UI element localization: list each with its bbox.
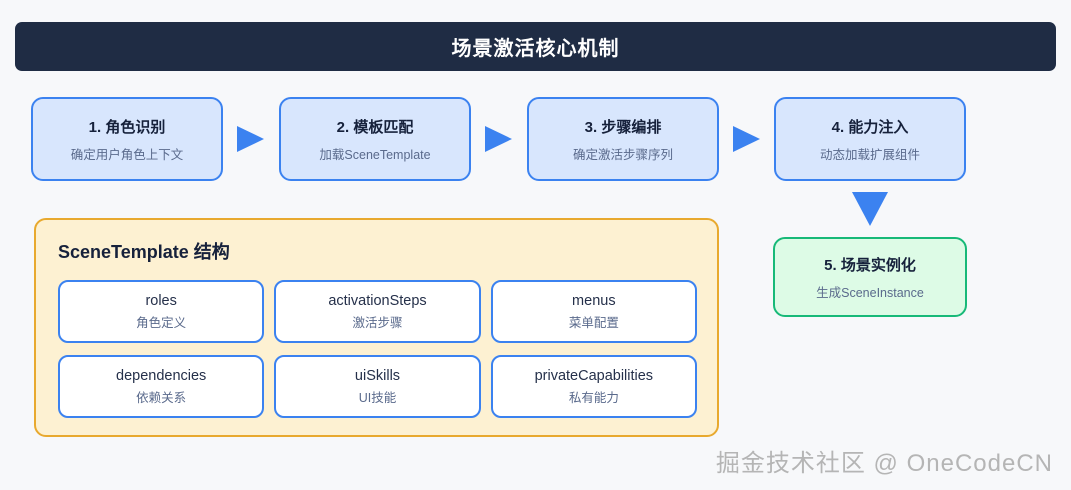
flow-step-2[interactable]: 2. 模板匹配 加载SceneTemplate — [279, 97, 471, 181]
scene-template-row-1: roles 角色定义 activationSteps 激活步骤 menus 菜单… — [58, 280, 697, 343]
field-name: roles — [145, 292, 177, 309]
field-desc: 激活步骤 — [352, 315, 403, 330]
flow-step-5-subtitle: 生成SceneInstance — [816, 285, 924, 300]
flow-step-4-title: 4. 能力注入 — [831, 118, 909, 136]
field-card-ui-skills[interactable]: uiSkills UI技能 — [274, 355, 481, 418]
triangle-right-icon — [733, 126, 760, 152]
watermark: 掘金技术社区 @ OneCodeCN — [715, 450, 1053, 477]
flow-step-1-subtitle: 确定用户角色上下文 — [70, 147, 184, 162]
field-card-private-capabilities[interactable]: privateCapabilities 私有能力 — [490, 355, 697, 418]
flow-step-3-title: 3. 步骤编排 — [584, 118, 662, 136]
scene-template-heading: SceneTemplate 结构 — [58, 242, 230, 262]
scene-template-row-2: dependencies 依赖关系 uiSkills UI技能 privateC… — [58, 355, 697, 418]
field-card-menus[interactable]: menus 菜单配置 — [490, 280, 697, 343]
field-desc: 私有能力 — [568, 390, 619, 405]
field-desc: 依赖关系 — [136, 390, 187, 405]
field-name: activationSteps — [328, 292, 427, 309]
scene-template-panel: SceneTemplate 结构 roles 角色定义 activationSt… — [34, 218, 719, 437]
field-card-dependencies[interactable]: dependencies 依赖关系 — [58, 355, 265, 418]
flow-step-2-title: 2. 模板匹配 — [336, 118, 414, 136]
field-card-roles[interactable]: roles 角色定义 — [58, 280, 265, 343]
triangle-right-icon — [485, 126, 512, 152]
flow-step-4-subtitle: 动态加载扩展组件 — [819, 147, 920, 162]
field-name: dependencies — [116, 367, 207, 384]
field-desc: UI技能 — [358, 390, 397, 405]
field-name: uiSkills — [354, 367, 401, 384]
field-card-activation-steps[interactable]: activationSteps 激活步骤 — [274, 280, 481, 343]
field-desc: 角色定义 — [136, 315, 187, 330]
page-title: 场景激活核心机制 — [451, 38, 620, 60]
flow-step-5-result[interactable]: 5. 场景实例化 生成SceneInstance — [773, 237, 967, 317]
flow-step-4[interactable]: 4. 能力注入 动态加载扩展组件 — [774, 97, 966, 181]
diagram-title-bar: 场景激活核心机制 — [15, 22, 1056, 71]
triangle-down-icon — [852, 192, 888, 226]
flow-step-2-subtitle: 加载SceneTemplate — [319, 147, 431, 162]
field-name: menus — [572, 292, 616, 309]
triangle-right-icon — [237, 126, 264, 152]
flow-step-1[interactable]: 1. 角色识别 确定用户角色上下文 — [31, 97, 223, 181]
flow-step-3[interactable]: 3. 步骤编排 确定激活步骤序列 — [527, 97, 719, 181]
flow-step-1-title: 1. 角色识别 — [88, 118, 166, 136]
field-name: privateCapabilities — [534, 367, 654, 384]
flow-step-5-title: 5. 场景实例化 — [824, 256, 916, 274]
flow-step-3-subtitle: 确定激活步骤序列 — [572, 147, 673, 162]
field-desc: 菜单配置 — [568, 315, 619, 330]
